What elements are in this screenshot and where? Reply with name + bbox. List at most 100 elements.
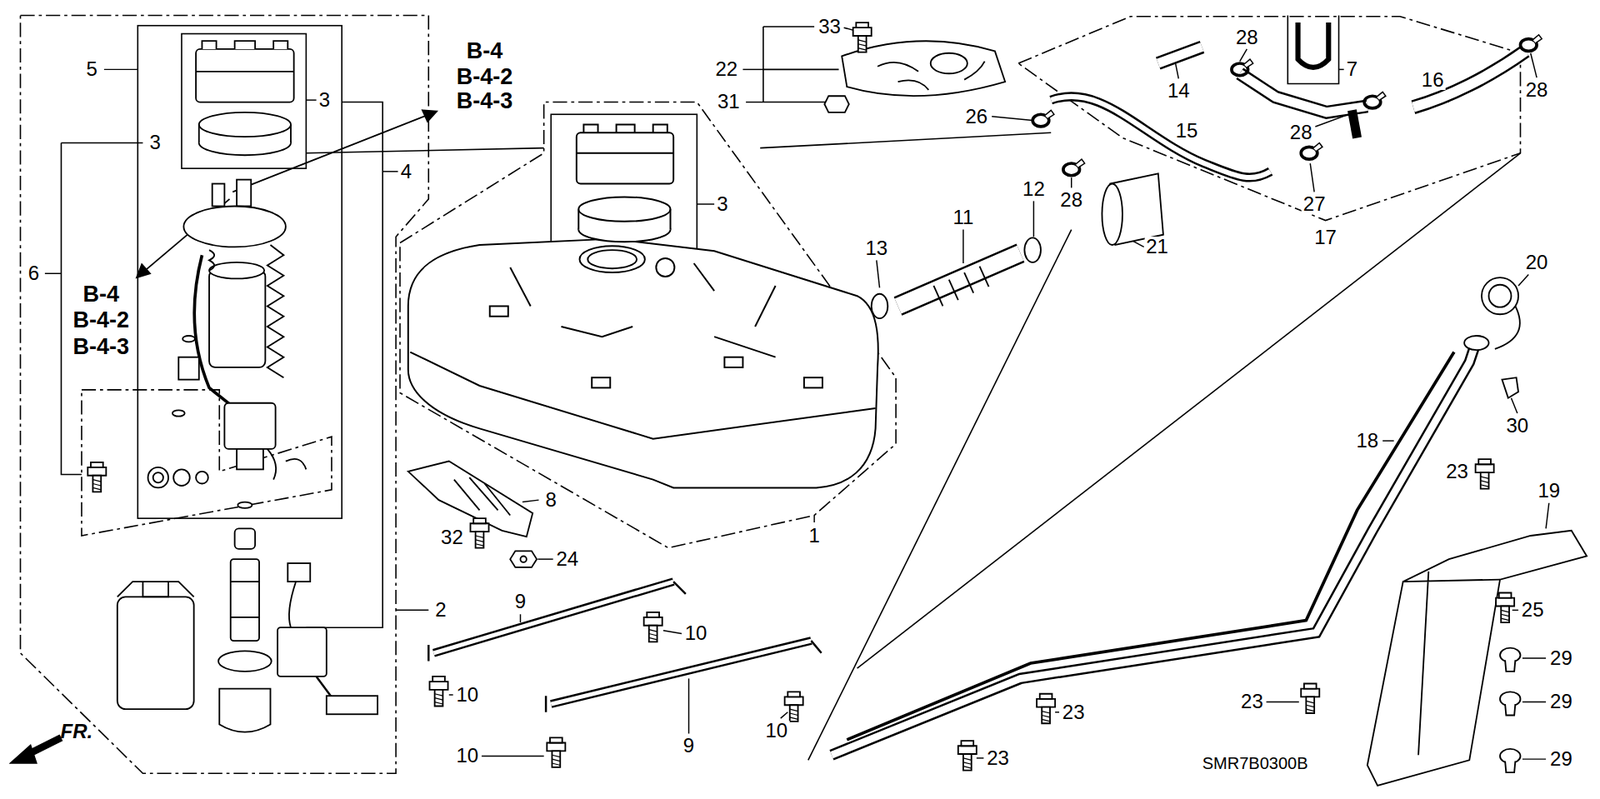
illustration-part [1351, 110, 1357, 138]
illustration-part [688, 678, 690, 734]
illustration-part [1240, 73, 1368, 113]
callout-number: 28 [1234, 27, 1260, 48]
callout-number: 9 [681, 735, 696, 756]
callout-number: 19 [1535, 480, 1562, 501]
illustration-part [1518, 275, 1529, 286]
callout-number: 15 [1174, 120, 1200, 141]
callout-number: 29 [1548, 691, 1575, 712]
illustration-part [578, 209, 670, 230]
illustration-part [173, 469, 190, 486]
illustration-part [1530, 53, 1537, 78]
fuel-pump-assembly [117, 40, 378, 733]
illustration-part [199, 112, 291, 137]
illustration-part [490, 305, 509, 316]
callout-number: 3 [147, 132, 162, 153]
illustration-part [45, 273, 62, 275]
illustration-part [813, 515, 815, 523]
illustration-part [576, 132, 674, 184]
illustration-part [522, 500, 540, 502]
illustration-part [550, 640, 811, 705]
illustration-part [1481, 277, 1519, 315]
illustration-part [578, 196, 670, 221]
illustration-part [195, 471, 209, 485]
illustration-part [1520, 35, 1542, 52]
illustration-part [724, 357, 743, 368]
callout-number: 25 [1520, 600, 1546, 620]
illustration-part [172, 410, 185, 416]
illustration-part [87, 462, 106, 493]
illustration-part [1024, 237, 1041, 262]
callout-number: 27 [1301, 194, 1328, 215]
illustration-part [454, 477, 510, 515]
illustration-part [1300, 684, 1320, 715]
illustration-part [209, 245, 284, 378]
illustration-part [550, 640, 811, 705]
illustration-part [831, 346, 1475, 755]
callout-number: 30 [1504, 415, 1530, 436]
illustration-part [117, 596, 195, 710]
illustration-part [235, 528, 255, 549]
illustration-part [183, 205, 285, 247]
callout-number: 16 [1420, 70, 1446, 90]
illustration-part [1500, 749, 1520, 773]
illustration-part [137, 25, 342, 519]
callout-number: 3 [317, 90, 332, 110]
illustration-part [1522, 658, 1546, 760]
illustration-part [1175, 63, 1180, 79]
illustration-part [81, 390, 332, 536]
callout-number: 21 [1144, 236, 1170, 257]
tank-mounting [408, 461, 822, 713]
illustration-part [433, 581, 674, 654]
illustration-part [520, 555, 526, 562]
illustration-part [1300, 143, 1323, 160]
illustration-part [20, 15, 429, 774]
illustration-part [804, 377, 823, 388]
illustration-part [237, 502, 252, 509]
illustration-part [991, 116, 1033, 121]
illustration-part [1500, 648, 1520, 672]
illustration-part [195, 49, 295, 103]
callout-number: 10 [454, 685, 480, 705]
illustration-part [930, 53, 968, 74]
illustration-part [1510, 398, 1517, 414]
illustration-part [209, 270, 265, 368]
illustration-part [153, 472, 164, 483]
illustration-part [287, 563, 310, 582]
illustration-part [117, 581, 195, 597]
illustration-part [824, 95, 849, 113]
illustration-part [545, 640, 822, 713]
callout-number: 7 [1345, 59, 1360, 80]
illustration-part [181, 34, 306, 170]
illustration-part [178, 357, 199, 380]
callout-number: 12 [1020, 179, 1047, 200]
illustration-part [831, 346, 1475, 755]
illustration-part [1403, 571, 1500, 755]
illustration-part [1101, 184, 1122, 245]
illustration-part [958, 740, 977, 771]
illustration-part [422, 110, 437, 121]
reference-code: B-4-2 [70, 309, 131, 332]
illustration-part [201, 40, 288, 50]
illustration-part [537, 558, 553, 560]
reference-arrows [136, 110, 437, 278]
illustration-part [846, 352, 1455, 740]
illustration-part [1475, 459, 1495, 490]
illustration-part [236, 180, 251, 207]
illustration-part [1413, 50, 1526, 107]
illustration-part [1033, 200, 1035, 237]
illustration-part [470, 518, 489, 549]
illustration-part [520, 614, 521, 623]
illustration-part [1036, 694, 1055, 725]
illustration-part [395, 610, 429, 611]
illustration-part [148, 467, 169, 488]
illustration-part [212, 184, 225, 207]
callout-number: 9 [513, 591, 528, 612]
group-outlines [20, 15, 1520, 774]
illustration-part [763, 26, 840, 103]
illustration-part [410, 352, 875, 440]
illustration-part [428, 581, 686, 662]
callout-number: 28 [1524, 80, 1550, 100]
illustration-part [853, 22, 872, 53]
illustration-part [1287, 15, 1339, 84]
